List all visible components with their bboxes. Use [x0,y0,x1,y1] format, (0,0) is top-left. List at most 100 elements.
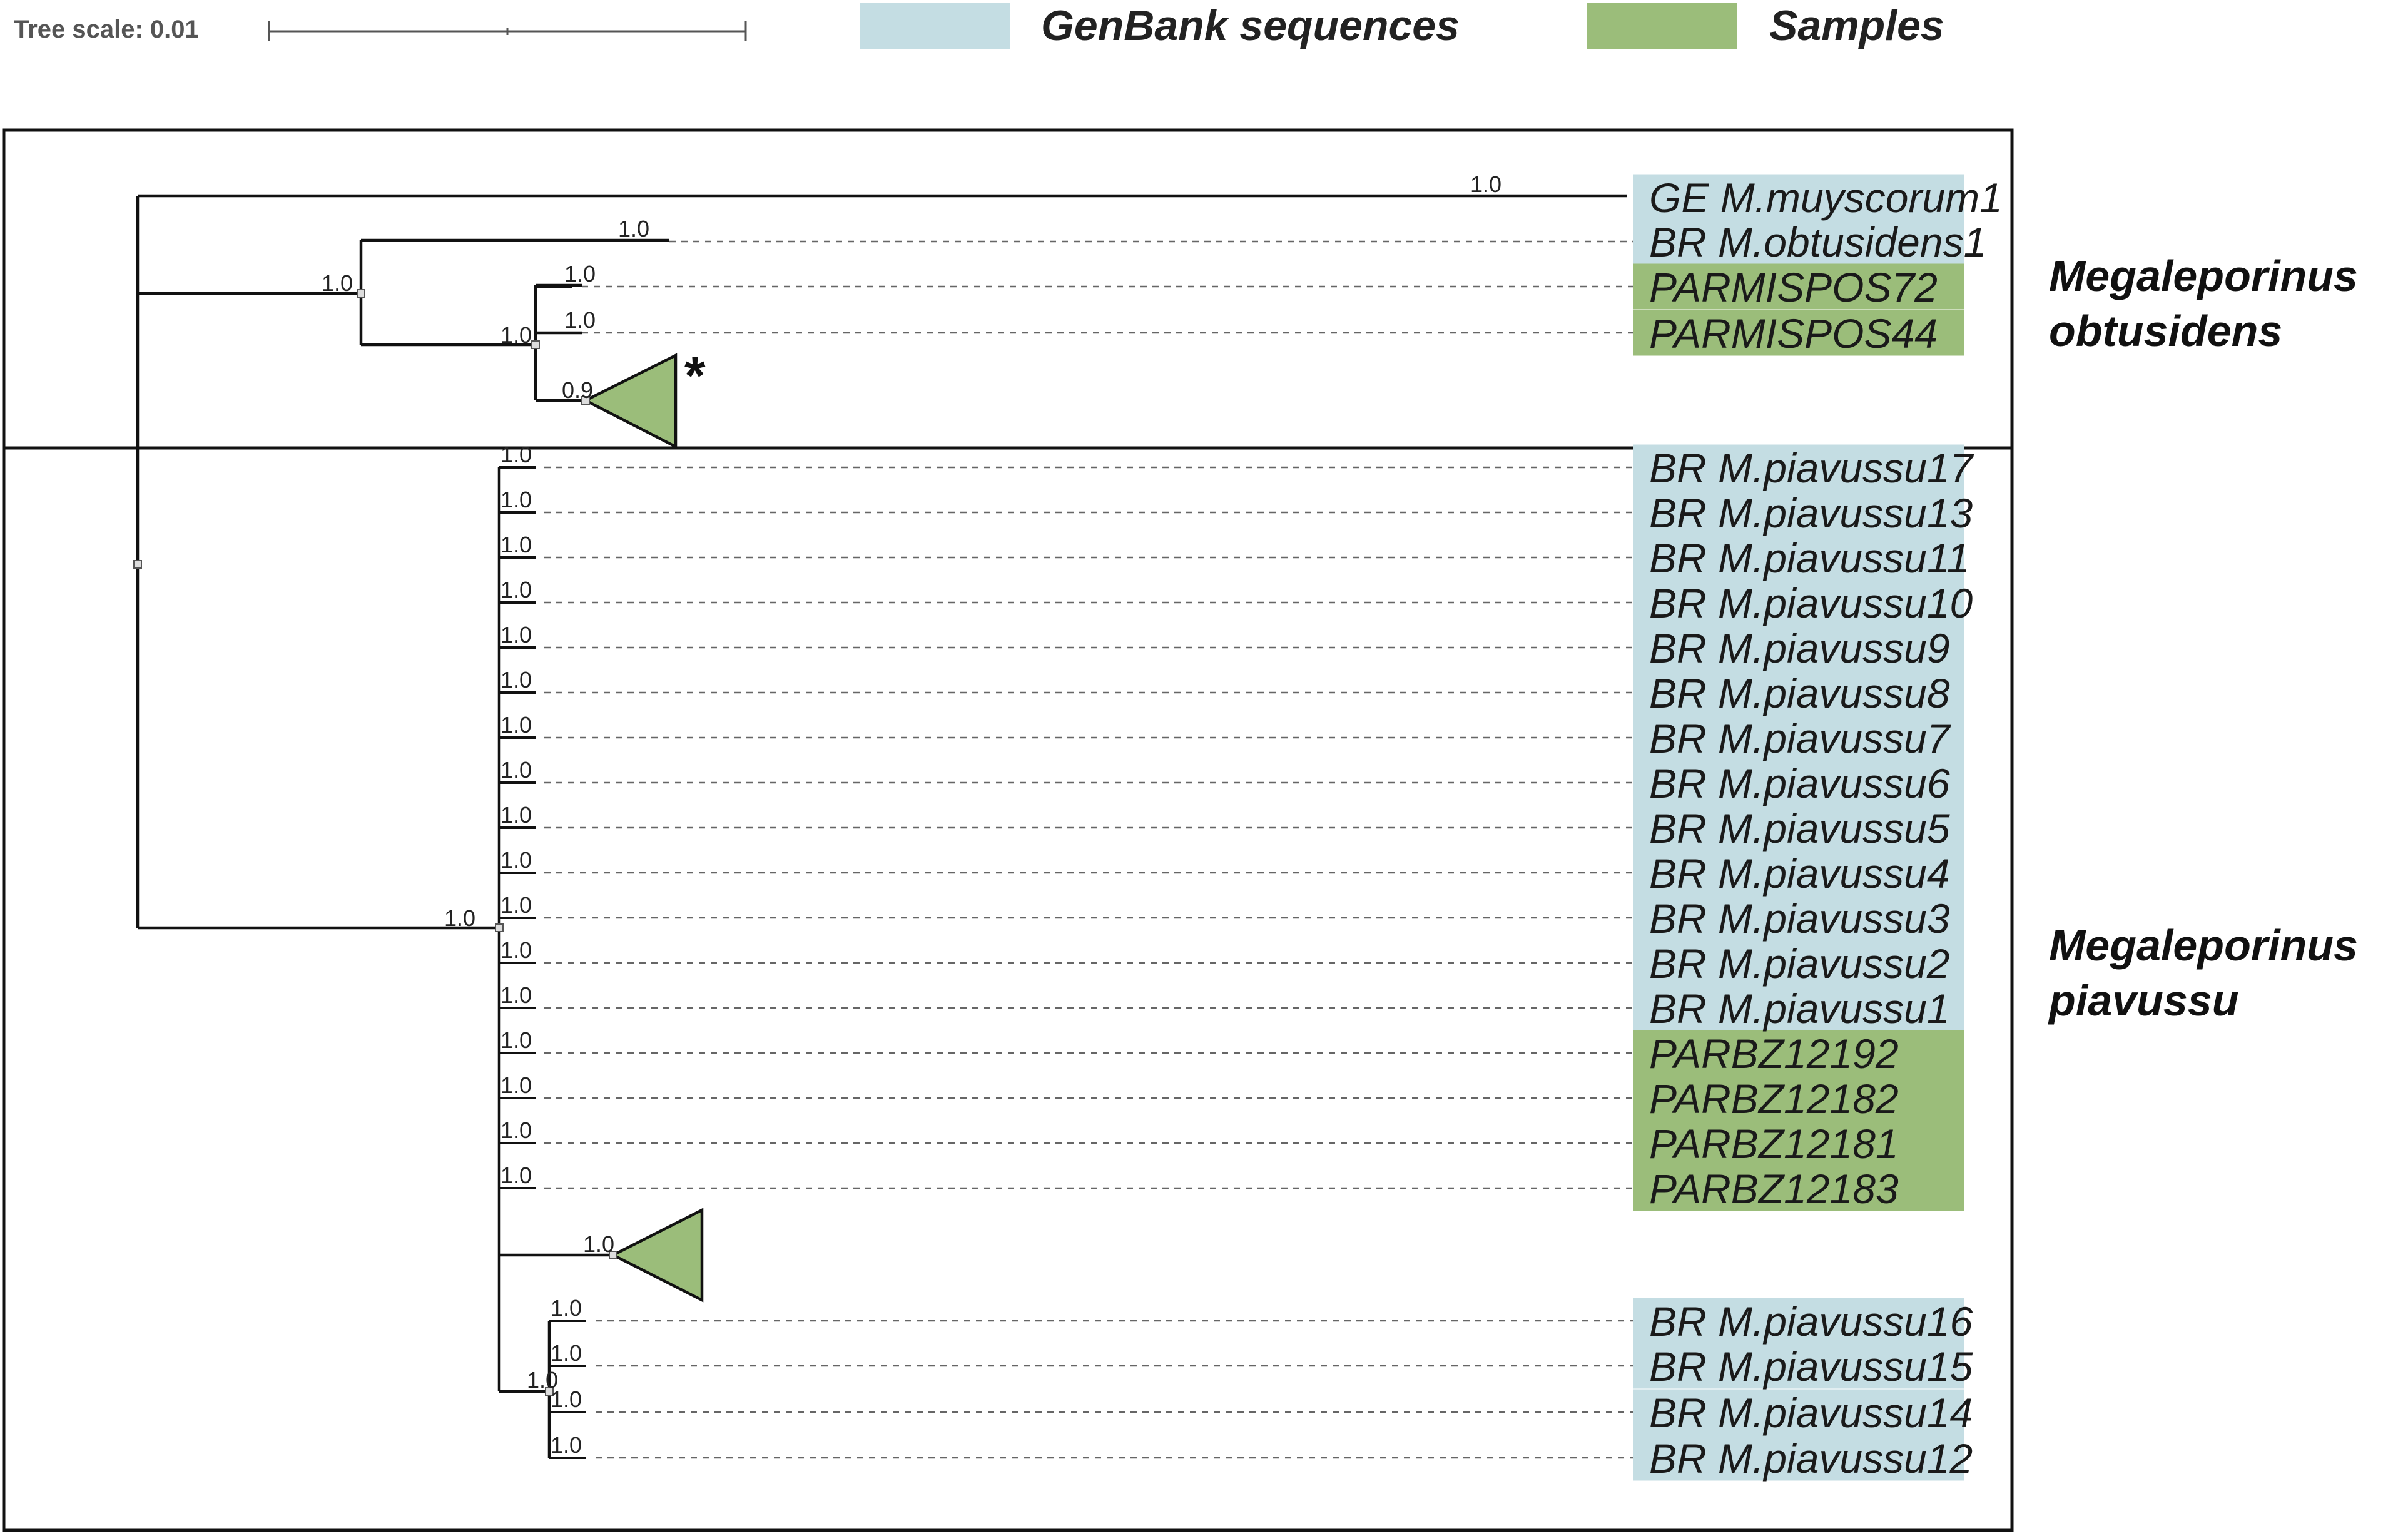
tip-label: PARBZ12181 [1649,1121,1899,1167]
tip-label: BR M.piavussu5 [1649,805,1950,852]
tip-band-sample [1633,1165,1964,1211]
tip-label: BR M.piavussu2 [1649,940,1950,987]
tip-support-label: 1.0 [551,1432,582,1458]
tip-band-genbank [1633,1435,1964,1481]
tip-label-bands [1633,174,1964,1481]
tip-support-label: 1.0 [500,577,532,603]
tip-label: BR M.piavussu3 [1649,895,1950,942]
tip-label: BR M.piavussu14 [1649,1390,1973,1436]
tip-label: BR M.piavussu13 [1649,490,1973,536]
legend-label-genbank: GenBank sequences [1041,2,1460,49]
tip-band-genbank [1633,534,1964,581]
tip-label: PARBZ12183 [1649,1166,1899,1212]
tip-support-label: 1.0 [500,1027,532,1053]
tip-label: BR M.piavussu8 [1649,670,1950,716]
tip-band-genbank [1633,850,1964,896]
tip-band-genbank [1633,940,1964,986]
tip-band-genbank [1633,489,1964,536]
tip-label: BR M.piavussu1 [1649,985,1950,1032]
tip-label: BR M.piavussu4 [1649,850,1950,897]
tip-label: BR M.obtusidens1 [1649,219,1986,265]
tip-label: PARBZ12192 [1649,1030,1899,1077]
tip-label: GE M.muyscorum1 [1649,175,2003,221]
collapsed-clade-obtusidens [582,353,678,449]
tip-support-label: 1.0 [500,442,532,467]
tip-support-label: 1.0 [500,892,532,918]
tip-label: BR M.piavussu11 [1649,535,1969,581]
tip-label: BR M.piavussu6 [1649,760,1950,806]
tip-band-genbank [1633,624,1964,671]
tip-support-label: 1.0 [618,216,649,242]
tip-label: BR M.piavussu10 [1649,580,1973,626]
tip-support-label: 1.0 [551,1386,582,1412]
node-support-labels: 1.0 1.0 0.9 1.0 1.0 1.0 [322,270,614,1393]
tip-support-label: 1.0 [500,622,532,648]
tip-branch-stubs [499,285,586,1459]
legend-swatch-genbank [860,3,1010,49]
tree-branches [136,194,1627,1458]
support-label-parmispos-clade: 1.0 [500,322,532,348]
clade-label-piavussu: Megaleporinus piavussu [2048,921,2370,1025]
tip-support-labels: 1.01.01.01.01.01.01.01.01.01.01.01.01.01… [500,171,1501,1458]
tip-leader-lines [544,240,1633,1459]
tip-band-genbank [1633,985,1964,1031]
tip-band-sample [1633,263,1964,310]
tip-support-label: 1.0 [500,757,532,783]
tip-label: BR M.piavussu15 [1649,1343,1973,1390]
tip-band-genbank [1633,895,1964,941]
tip-support-label: 1.0 [500,847,532,873]
legend-label-samples: Samples [1769,2,1944,49]
tip-band-genbank [1633,669,1964,716]
node-markers [133,289,617,1396]
tip-band-genbank [1633,1389,1964,1435]
tip-band-sample [1633,1120,1964,1166]
tip-support-label: 1.0 [500,802,532,828]
tip-band-sample [1633,310,1964,356]
tip-band-sample [1633,1030,1964,1076]
tip-band-genbank [1633,805,1964,851]
tip-band-genbank [1633,218,1964,265]
tip-label: BR M.piavussu9 [1649,625,1950,671]
tip-band-genbank [1633,715,1964,761]
support-label-piavussu-subclade: 1.0 [527,1367,558,1393]
collapsed-clade-marker: * [684,346,706,406]
tip-band-genbank [1633,1298,1964,1344]
tip-support-label: 1.0 [500,532,532,557]
tree-scale-bar [268,21,747,41]
tip-support-label: 1.0 [500,1162,532,1188]
support-label-collapsed-piavussu: 1.0 [583,1231,614,1257]
tip-support-label: 1.0 [500,667,532,693]
tip-label: BR M.piavussu7 [1649,715,1951,761]
legend-swatch-samples [1587,3,1737,49]
tip-band-sample [1633,1075,1964,1121]
tip-label: BR M.piavussu12 [1649,1435,1973,1482]
tip-support-label: 1.0 [551,1295,582,1321]
tip-label: BR M.piavussu16 [1649,1298,1973,1345]
tip-support-label: 1.0 [500,712,532,738]
tip-label: BR M.piavussu17 [1649,445,1974,491]
support-label-collapsed-obtusidens: 0.9 [562,377,593,403]
tip-label: PARMISPOS44 [1649,310,1938,357]
tree-scale-label: Tree scale: 0.01 [14,16,199,43]
tip-band-genbank [1633,579,1964,626]
tip-support-label: 1.0 [1470,171,1501,197]
tip-support-label: 1.0 [500,487,532,512]
tip-band-genbank [1633,1343,1964,1389]
clade-label-obtusidens: Megaleporinus obtusidens [2049,252,2370,355]
tip-support-label: 1.0 [500,1117,532,1143]
tip-support-label: 1.0 [551,1340,582,1366]
tip-label: PARBZ12182 [1649,1076,1899,1122]
tip-support-label: 1.0 [564,261,596,287]
clade-box-piavussu [2,446,2014,1532]
support-label-piavussu-clade: 1.0 [444,905,475,931]
tip-label: PARMISPOS72 [1649,264,1938,310]
collapsed-clade-piavussu [610,1208,704,1303]
tip-support-label: 1.0 [564,307,596,333]
tip-support-label: 1.0 [500,982,532,1008]
tip-band-genbank [1633,174,1964,220]
tip-band-genbank [1633,760,1964,806]
tip-support-label: 1.0 [500,937,532,963]
